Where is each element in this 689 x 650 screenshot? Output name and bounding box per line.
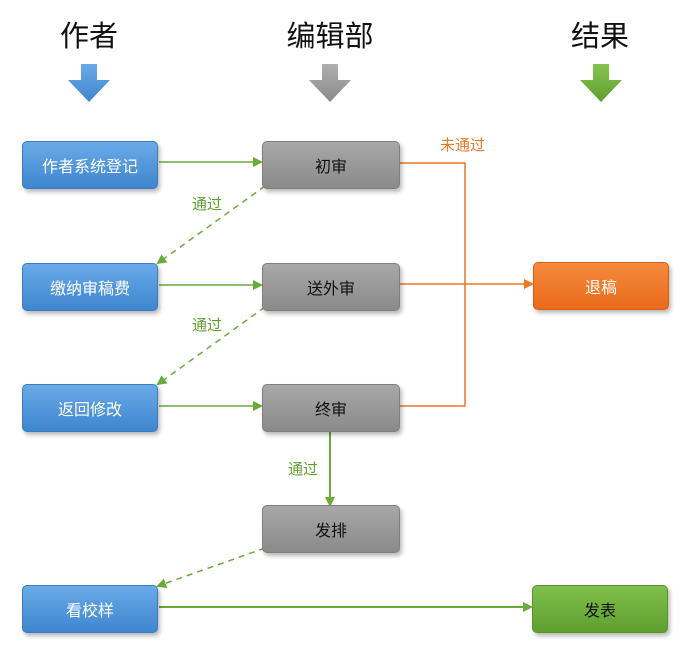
node-typeset: 发排 — [262, 505, 400, 553]
node-revise: 返回修改 — [22, 384, 158, 432]
column-title-editorial: 编辑部 — [286, 19, 374, 53]
edge-label-pass-1: 通过 — [192, 195, 223, 213]
edge-label-not-pass: 未通过 — [440, 136, 486, 154]
node-publish: 发表 — [532, 585, 668, 633]
node-register: 作者系统登记 — [22, 141, 158, 189]
node-reject: 退稿 — [533, 262, 669, 310]
edge-label-pass-3: 通过 — [288, 460, 319, 478]
edge-final-review-to-reject — [400, 284, 466, 407]
edge-label-pass-2: 通过 — [192, 316, 223, 334]
node-final-review: 终审 — [262, 384, 400, 432]
down-arrow-icon-editorial — [309, 64, 351, 102]
node-external-review: 送外审 — [262, 263, 400, 311]
node-proof: 看校样 — [22, 585, 158, 633]
column-title-result: 结果 — [570, 19, 629, 53]
down-arrow-icon-result — [580, 64, 622, 102]
node-pay-fee: 缴纳审稿费 — [22, 263, 158, 311]
column-title-author: 作者 — [59, 19, 118, 53]
edge-first-review-to-reject — [400, 162, 466, 284]
edge-typeset-to-proof — [156, 547, 266, 589]
node-first-review: 初审 — [262, 141, 400, 189]
down-arrow-icon-author — [68, 64, 110, 102]
